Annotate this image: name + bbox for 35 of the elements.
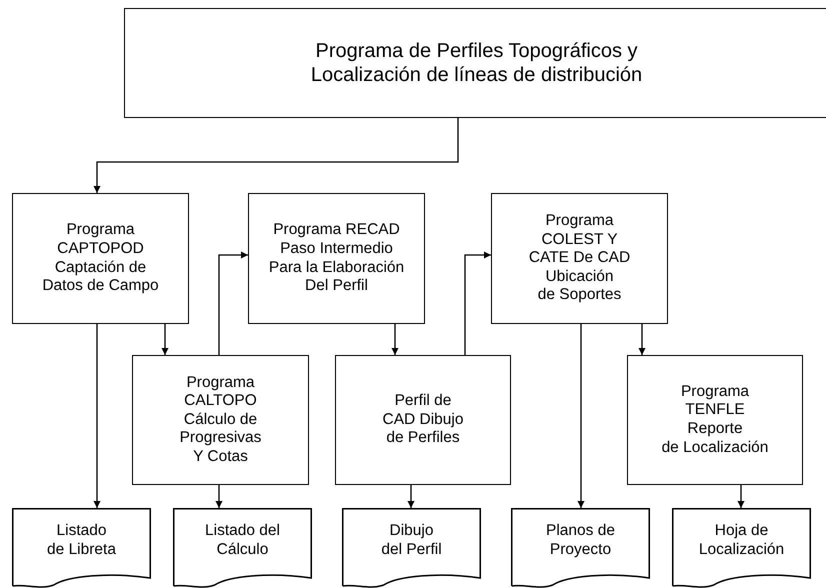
document-shape <box>511 508 650 586</box>
arrow <box>162 324 168 355</box>
document-label: Dibujo del Perfil <box>380 522 443 560</box>
arrow <box>94 324 100 508</box>
document-label: Hoja de Localización <box>698 522 786 560</box>
box-label: Programa CAPTOPOD Captación de Datos de Campo <box>41 221 160 296</box>
arrow <box>218 252 248 355</box>
process-box <box>335 355 511 485</box>
process-box <box>627 355 803 485</box>
arrow <box>216 485 222 508</box>
document-label: Planos de Proyecto <box>545 522 616 560</box>
arrow <box>408 485 414 508</box>
box-label: Programa COLEST Y CATE De CAD Ubicación de Soportes <box>528 212 632 305</box>
box-label: Perfil de CAD Dibujo de Perfiles <box>382 392 464 448</box>
document-shape <box>12 508 151 586</box>
arrow <box>738 485 744 508</box>
document-label: Listado de Libreta <box>46 522 117 560</box>
box-label: Programa de Perfiles Topográficos y Localización de líneas de distribución <box>310 39 644 87</box>
process-box <box>132 355 309 485</box>
process-box <box>491 193 668 324</box>
document-shape <box>342 508 481 586</box>
box-label: Programa RECAD Paso Intermedio Para la Elaboración Del Perfil <box>268 221 406 296</box>
process-box <box>12 193 189 324</box>
arrow <box>392 324 398 355</box>
arrow <box>94 118 459 193</box>
process-box <box>248 193 425 324</box>
box-label: Programa CALTOPO Cálculo de Progresivas Y Cotas <box>178 374 262 466</box>
arrow <box>578 324 584 508</box>
document-shape <box>173 508 312 586</box>
document-label: Listado del Cálculo <box>204 522 281 560</box>
document-shape <box>672 508 811 586</box>
arrow <box>464 252 491 355</box>
box-label: Programa TENFLE Reporte de Localización <box>660 382 770 458</box>
arrow <box>638 324 646 355</box>
process-box <box>124 8 826 118</box>
